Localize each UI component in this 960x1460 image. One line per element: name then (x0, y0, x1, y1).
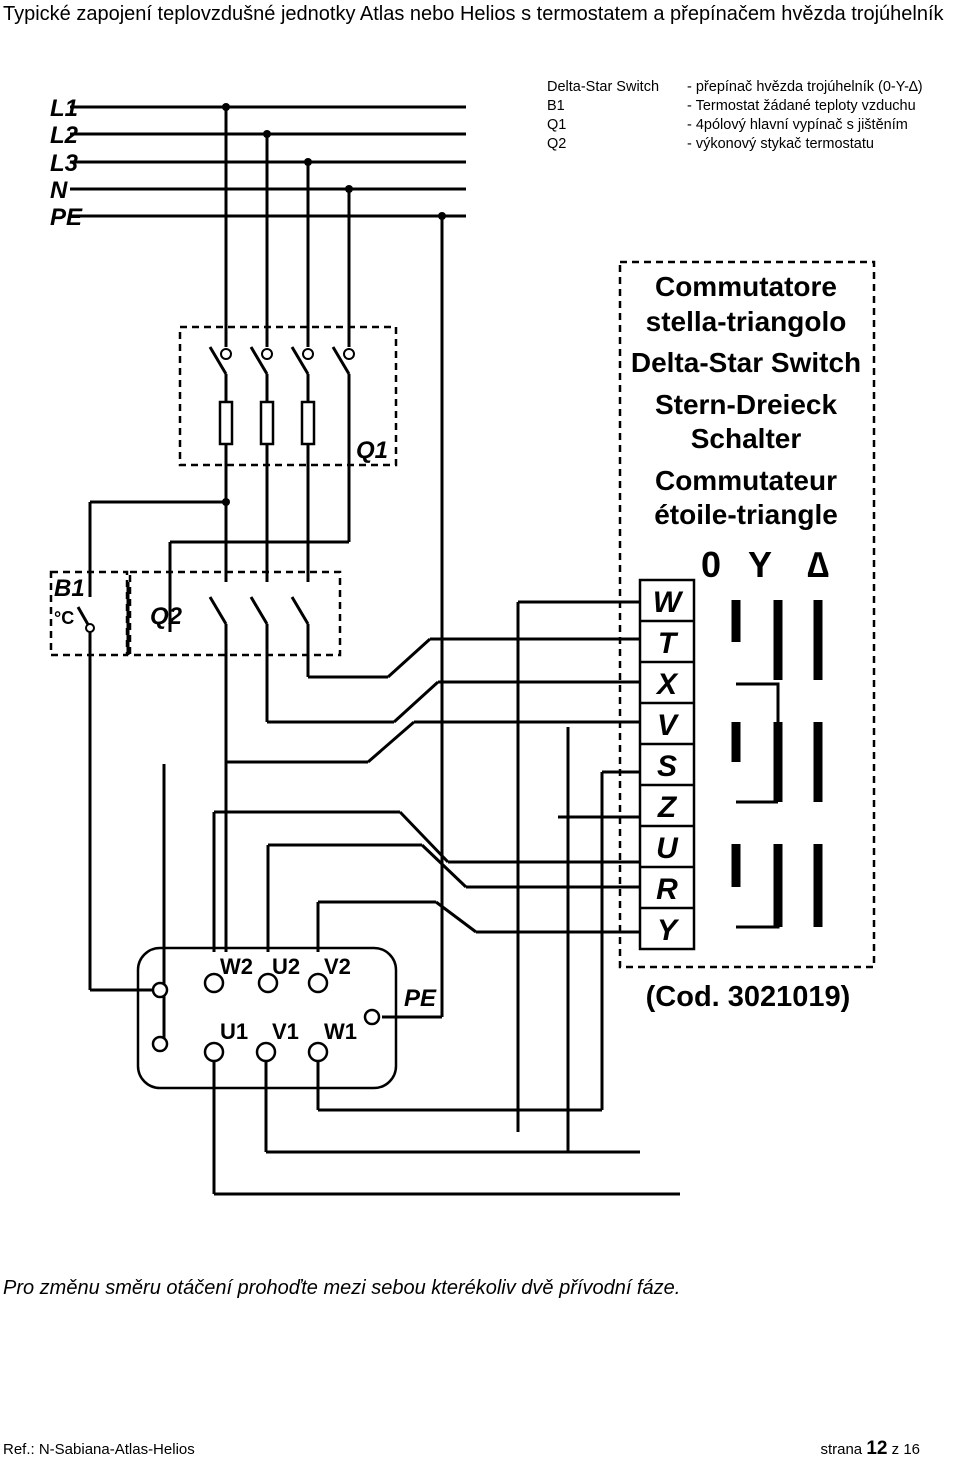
page-prefix: strana (820, 1441, 863, 1458)
label-b1-symbol: °C (54, 608, 74, 628)
position-0: 0 (701, 544, 721, 585)
q1-box (178, 325, 398, 467)
legend-row: B1 - Termostat žádané teploty vzduchu (547, 97, 923, 116)
motor-terminals (151, 972, 381, 1063)
legend-row: Delta-Star Switch - přepínač hvězda trojú… (547, 78, 923, 97)
label-q2: Q2 (150, 603, 183, 630)
switch-name-3: Delta-Star Switch (631, 347, 861, 378)
terminal-s: S (657, 750, 677, 783)
motor-label-u1: U1 (220, 1019, 248, 1044)
page-current: 12 (866, 1438, 888, 1459)
terminal-v: V (657, 709, 680, 742)
motor-label-w2: W2 (220, 954, 253, 979)
legend-key: Q1 (547, 117, 567, 133)
label-q1: Q1 (356, 437, 388, 464)
switch-name-5: Schalter (691, 423, 802, 454)
legend-value: - Termostat žádané teploty vzduchu (687, 98, 916, 114)
terminal-y: Y (657, 914, 680, 947)
motor-box (136, 946, 398, 1090)
q2-box (128, 570, 342, 657)
wiring-diagram: L1 L2 L3 N PE Q1 Q2 B1 PE °C W2 U2 V2 U1… (49, 95, 876, 1196)
label-l2: L2 (50, 122, 79, 149)
page-title: Typické zapojení teplovzdušné jednotky A… (3, 3, 944, 25)
switch-name-4: Stern-Dreieck (655, 389, 838, 420)
switch-name-2: stella-triangolo (646, 306, 847, 337)
page-separator: z (891, 1441, 900, 1458)
switch-code: (Cod. 3021019) (646, 981, 851, 1013)
q1-contacts (208, 346, 351, 542)
label-pe: PE (50, 204, 83, 231)
terminal-z: Z (657, 791, 678, 824)
switch-terminal-block (638, 578, 696, 951)
legend-key: Q2 (547, 136, 567, 152)
switch-name-6: Commutateur (655, 465, 837, 496)
switch-name-7: étoile-triangle (654, 499, 838, 530)
motor-label-w1: W1 (324, 1019, 357, 1044)
label-n: N (50, 177, 68, 204)
terminal-w: W (653, 586, 684, 619)
legend-value: - výkonový stykač termostatu (687, 136, 874, 152)
legend-row: Q2 - výkonový stykač termostatu (547, 135, 923, 154)
motor-label-v1: V1 (272, 1019, 299, 1044)
label-l3: L3 (50, 150, 79, 177)
label-l1: L1 (50, 95, 78, 122)
q2-contacts (208, 596, 310, 952)
motor-label-v2: V2 (324, 954, 351, 979)
legend-key: Delta-Star Switch (547, 79, 660, 95)
label-b1: B1 (54, 575, 85, 602)
position-delta: ∆ (807, 544, 829, 585)
rotation-note: Pro změnu směru otáčení prohoďte mezi se… (3, 1277, 681, 1299)
terminal-u: U (656, 832, 679, 865)
footer-ref: Ref.: N-Sabiana-Atlas-Helios (3, 1441, 195, 1458)
legend: Delta-Star Switch - přepínač hvězda trojú… (547, 78, 923, 154)
page-total: 16 (903, 1441, 920, 1458)
switch-jumpers (736, 682, 780, 929)
terminal-x: X (655, 668, 679, 701)
switch-name-1: Commutatore (655, 271, 837, 302)
footer-page-number: strana 12 z 16 (820, 1438, 920, 1460)
label-motor-pe: PE (404, 985, 437, 1012)
legend-value: - přepínač hvězda trojúhelník (0-Y-∆) (687, 79, 923, 95)
legend-value: - 4pólový hlavní vypínač s jištěním (687, 117, 908, 133)
position-y: Y (748, 544, 772, 585)
b1-box (49, 570, 129, 657)
legend-key: B1 (547, 98, 565, 114)
switch-box (618, 260, 876, 969)
q1-fuses (218, 400, 316, 446)
terminal-r: R (656, 873, 678, 906)
legend-row: Q1 - 4pólový hlavní vypínač s jištěním (547, 116, 923, 135)
terminal-t: T (658, 627, 679, 660)
motor-label-u2: U2 (272, 954, 300, 979)
